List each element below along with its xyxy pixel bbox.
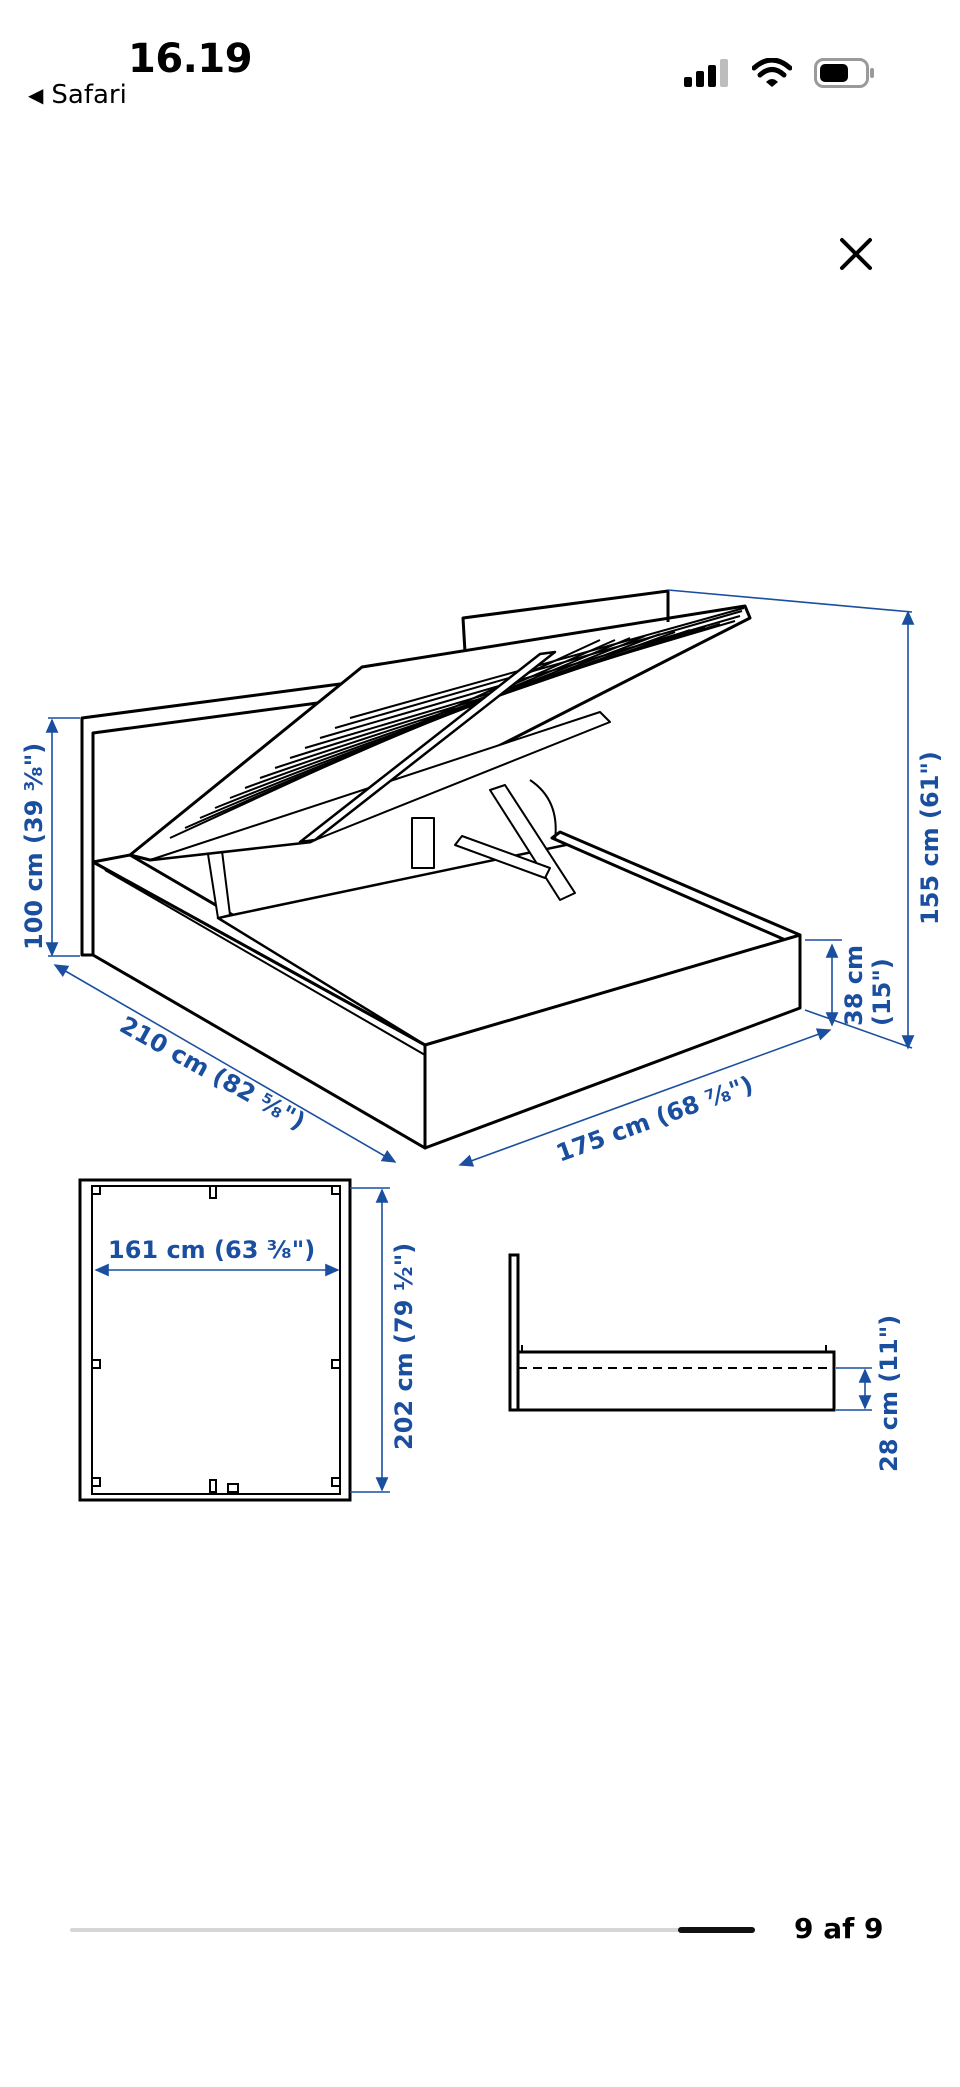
- pager-track[interactable]: [70, 1928, 755, 1932]
- close-button[interactable]: [832, 230, 880, 278]
- close-icon: [840, 238, 872, 270]
- image-pager: 9 af 9: [0, 1900, 960, 1960]
- back-app-label: Safari: [51, 80, 127, 110]
- status-time: 16.19: [128, 36, 253, 82]
- wifi-icon: [752, 58, 792, 87]
- pager-position-indicator[interactable]: [678, 1927, 755, 1933]
- dimension-lines: [45, 589, 915, 1167]
- dim-frame-height-cm: 38 cm: [840, 945, 868, 1026]
- top-plan-view: [78, 1178, 352, 1502]
- back-triangle-icon: ◀: [28, 83, 44, 107]
- cellular-signal-icon: [684, 59, 728, 87]
- dim-inner-width: 161 cm (63 ³⁄₈"): [108, 1236, 315, 1264]
- dim-inner-length: 202 cm (79 ¹⁄₂"): [390, 1243, 418, 1450]
- dim-frame-height-in: (15"): [868, 958, 896, 1026]
- dim-headboard-height: 100 cm (39 ³⁄₈"): [20, 743, 48, 950]
- bed-dimension-diagram: 100 cm (39 ³⁄₈") 155 cm (61") 210 cm (82…: [20, 589, 944, 1502]
- battery-icon: [814, 58, 874, 88]
- back-to-app-button[interactable]: ◀ Safari: [28, 80, 127, 110]
- pager-counter: 9 af 9: [794, 1912, 884, 1945]
- status-icons: [684, 58, 876, 88]
- dim-under-clearance: 28 cm (11"): [875, 1315, 903, 1472]
- side-elevation-view: [508, 1253, 836, 1412]
- dim-total-height: 155 cm (61"): [916, 751, 944, 925]
- status-bar: 16.19 ◀ Safari: [0, 0, 960, 120]
